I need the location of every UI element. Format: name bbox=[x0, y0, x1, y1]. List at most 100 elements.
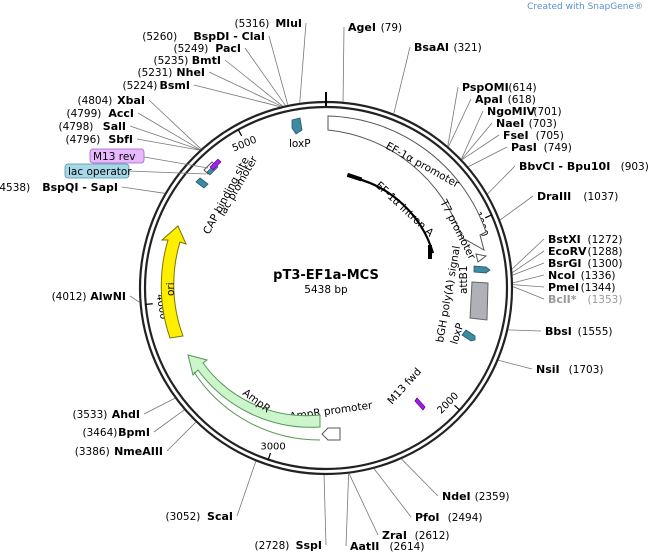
restriction-site[interactable]: SspI(2728) bbox=[254, 474, 327, 552]
site-position: (5231) bbox=[137, 67, 172, 79]
site-leader-line bbox=[512, 286, 545, 300]
feature-bgh-polya-box[interactable] bbox=[469, 281, 489, 321]
site-position: (1353) bbox=[588, 294, 623, 306]
restriction-site[interactable]: FseI(705) bbox=[461, 129, 564, 161]
site-name: BclI* bbox=[548, 293, 577, 306]
feature-loxp-arrow-right[interactable] bbox=[461, 329, 476, 342]
callout-m13-rev-leader bbox=[143, 156, 209, 169]
restriction-site[interactable]: BbvCI - Bpu10I(903) bbox=[487, 160, 649, 195]
restriction-site[interactable]: AlwNI(4012) bbox=[52, 290, 140, 303]
site-position: (5316) bbox=[234, 18, 269, 30]
feature-m13-rev-arrow[interactable] bbox=[209, 158, 222, 171]
restriction-site[interactable]: NaeI(703) bbox=[461, 117, 557, 160]
site-name: NaeI bbox=[496, 117, 524, 130]
site-position: (3052) bbox=[165, 511, 200, 523]
feature-ori-arrow[interactable] bbox=[160, 225, 187, 339]
restriction-site[interactable]: AccI(4799) bbox=[66, 107, 201, 151]
site-position: (321) bbox=[454, 42, 482, 54]
site-leader-line bbox=[137, 112, 201, 151]
site-name: MluI bbox=[275, 17, 302, 30]
restriction-site[interactable]: BspDI - ClaI(5260) bbox=[142, 30, 289, 106]
restriction-site[interactable]: PmeI(1344) bbox=[512, 281, 616, 294]
site-name: AatII bbox=[350, 540, 379, 553]
feature-attb1-arrow[interactable] bbox=[473, 265, 491, 274]
restriction-site[interactable]: NsiI(1703) bbox=[498, 359, 604, 376]
plasmid-name: pT3-EF1a-MCS bbox=[273, 268, 379, 283]
feature-ef1a-intron-a[interactable] bbox=[354, 176, 435, 254]
restriction-site[interactable]: BpmI(3464) bbox=[82, 409, 185, 439]
tick-mark bbox=[267, 452, 272, 460]
restriction-site[interactable]: BstXI(1272) bbox=[511, 233, 622, 270]
site-name: PasI bbox=[511, 141, 537, 154]
restriction-site[interactable]: NcoI(1336) bbox=[512, 269, 616, 284]
site-leader-line bbox=[342, 26, 345, 102]
site-name: PfoI bbox=[415, 511, 440, 524]
restriction-site[interactable]: ScaI (3052) bbox=[165, 461, 257, 523]
restriction-site[interactable]: SbfI(4796) bbox=[65, 133, 200, 151]
callout-m13-rev-box[interactable] bbox=[89, 148, 145, 164]
restriction-site[interactable]: PacI(5249) bbox=[173, 42, 286, 106]
feature-ef1a-promoter-arrow[interactable] bbox=[327, 115, 487, 252]
site-position: (2612) bbox=[415, 530, 450, 542]
site-position: (4012) bbox=[52, 291, 87, 303]
restriction-site[interactable]: BsrGI(1300) bbox=[512, 257, 623, 276]
restriction-site[interactable]: PasI(749) bbox=[468, 141, 572, 168]
site-position: (701) bbox=[533, 106, 561, 118]
tick-mark bbox=[145, 303, 153, 305]
site-position: (3533) bbox=[72, 409, 107, 421]
restriction-site[interactable]: PspOMI(614) bbox=[447, 81, 537, 147]
site-name: BspDI - ClaI bbox=[193, 30, 265, 43]
feature-ampr-arrow[interactable] bbox=[187, 354, 321, 428]
restriction-site[interactable]: BsaAI(321) bbox=[393, 41, 482, 114]
feature-cap-binding-site[interactable] bbox=[195, 177, 209, 189]
site-name: ZraI bbox=[382, 529, 407, 542]
site-leader-line bbox=[348, 473, 379, 536]
snapgene-watermark: Created with SnapGene® bbox=[527, 2, 643, 12]
site-name: BbvCI - Bpu10I bbox=[519, 160, 610, 173]
site-position: (2728) bbox=[254, 540, 289, 552]
site-leader-line bbox=[153, 409, 185, 433]
feature-ampr-promoter-arrow[interactable] bbox=[321, 427, 341, 441]
feature-m13-fwd-arrow[interactable] bbox=[414, 397, 426, 411]
site-name: PacI bbox=[215, 42, 241, 55]
restriction-site[interactable]: BsmI(5224) bbox=[122, 79, 281, 108]
site-leader-line bbox=[143, 397, 176, 415]
restriction-site[interactable]: BbsI(1555) bbox=[508, 325, 613, 338]
site-leader-line bbox=[447, 86, 459, 147]
intron-start-bar bbox=[346, 172, 363, 182]
restriction-site[interactable]: NheI(5231) bbox=[137, 66, 282, 107]
restriction-site[interactable]: AatII(2614) bbox=[345, 473, 424, 553]
restriction-site[interactable]: XbaI(4804) bbox=[77, 94, 202, 150]
restriction-site[interactable]: NmeAIII(3386) bbox=[75, 421, 197, 458]
watermark-brand: SnapGene® bbox=[587, 2, 643, 12]
restriction-site[interactable]: DraIII(1037) bbox=[499, 190, 618, 221]
restriction-site[interactable]: ZraI (2612) bbox=[348, 473, 450, 542]
site-leader-line bbox=[236, 461, 257, 517]
restriction-site[interactable]: AhdI(3533) bbox=[72, 397, 176, 421]
restriction-site[interactable]: PfoI(2494) bbox=[373, 468, 483, 524]
site-position: (1336) bbox=[581, 270, 616, 282]
restriction-site[interactable]: BmtI(5235) bbox=[153, 54, 283, 107]
restriction-site[interactable]: MluI (5316) bbox=[234, 17, 307, 103]
restriction-site[interactable]: NdeI(2359) bbox=[401, 458, 510, 503]
site-position: (1703) bbox=[569, 364, 604, 376]
site-leader-line bbox=[487, 165, 516, 195]
restriction-site[interactable]: EcoRV(1288) bbox=[512, 245, 622, 273]
feature-loxp-arrow-top[interactable] bbox=[291, 117, 303, 135]
site-name: FseI bbox=[503, 129, 529, 142]
site-leader-line bbox=[468, 146, 508, 168]
site-position: (4798) bbox=[58, 121, 93, 133]
site-name: ScaI bbox=[207, 510, 233, 523]
restriction-site[interactable]: NgoMIV(701) bbox=[461, 105, 562, 160]
restriction-site[interactable]: AgeI(79) bbox=[342, 21, 402, 102]
site-leader-line bbox=[121, 186, 165, 194]
restriction-site[interactable]: BclI* (1353) bbox=[512, 286, 623, 306]
restriction-site[interactable]: ApaI(618) bbox=[448, 93, 536, 147]
site-position: (4804) bbox=[77, 95, 112, 107]
restriction-site[interactable]: BspQI - SapI(4538) bbox=[0, 181, 165, 194]
restriction-site[interactable]: SalI(4798) bbox=[58, 120, 201, 151]
site-leader-line bbox=[268, 35, 289, 106]
site-name: BbsI bbox=[545, 325, 572, 338]
site-leader-line bbox=[499, 195, 534, 221]
feature-t7-promoter-arrow[interactable] bbox=[475, 253, 488, 263]
